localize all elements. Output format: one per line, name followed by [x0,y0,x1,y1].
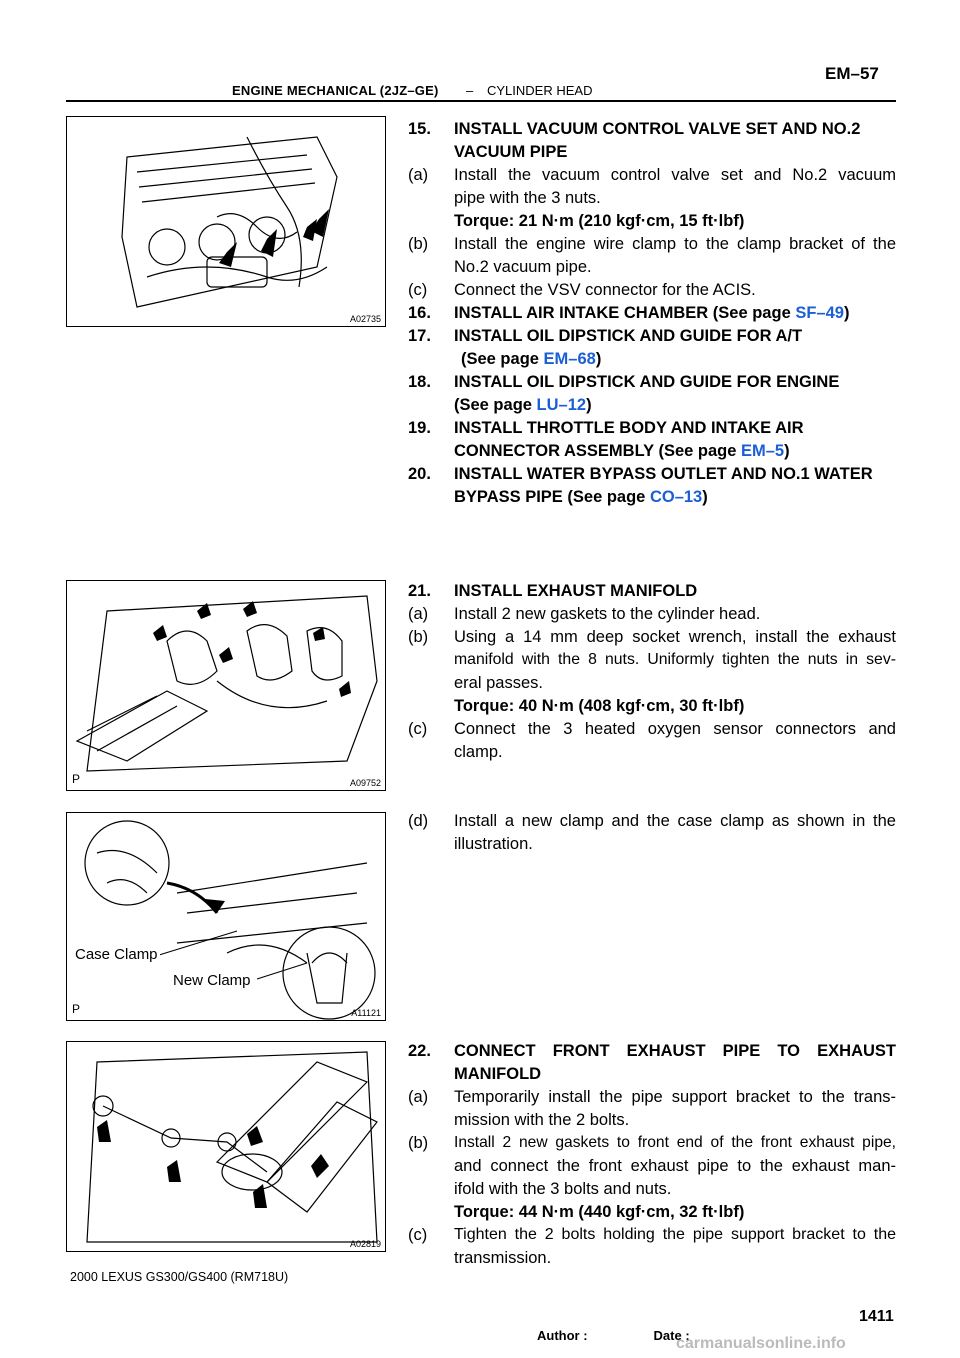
step-21a-text: Install 2 new gaskets to the cylinder he… [454,605,761,623]
step-21d-label: (d) [408,812,429,830]
front-exhaust-pipe-illustration [86,1051,378,1243]
step-15b-text-cont: No.2 vacuum pipe. [454,258,592,276]
figure-marker: P [72,772,81,786]
step-22-title: CONNECT FRONT EXHAUST PIPE TO EXHAUST [454,1042,896,1060]
step-21c-text-cont: clamp. [454,743,503,761]
step-15a-text: Install the vacuum control valve set and… [454,166,896,184]
figure-code: A11121 [351,1008,381,1018]
step-15c-label: (c) [408,281,428,299]
step-18-title: INSTALL OIL DIPSTICK AND GUIDE FOR ENGIN… [454,373,840,391]
step-22b-torque: Torque: 44 N·m (440 kgf·cm, 32 ft·lbf) [454,1203,745,1221]
step-16-number: 16. [408,304,431,322]
step-22a-text: Temporarily install the pipe support bra… [454,1088,896,1106]
figure-code: A09752 [349,778,381,788]
step-15-number: 15. [408,120,431,138]
footer-model: 2000 LEXUS GS300/GS400 (RM718U) [70,1270,289,1284]
footer-page-number: 1411 [859,1308,894,1325]
step-15-title-cont: VACUUM PIPE [454,143,568,161]
step-17-number: 17. [408,327,431,345]
step-19-number: 19. [408,419,431,437]
figure-vacuum-control-valve: A02735 [66,116,386,327]
step-21d-text: Install a new clamp and the case clamp a… [454,812,896,830]
step-22-title-cont: MANIFOLD [454,1065,542,1083]
subsection-title: CYLINDER HEAD [487,83,593,98]
step-19-ref: CONNECTOR ASSEMBLY (See page EM–5) [454,442,790,460]
figure-marker: P [72,1002,81,1016]
step-18-number: 18. [408,373,431,391]
step-22b-text-cont: and connect the front exhaust pipe to th… [454,1157,896,1175]
page-code: EM–57 [825,64,879,83]
step-21b-text: Using a 14 mm deep socket wrench, instal… [454,628,896,646]
step-15a-text-cont: pipe with the 3 nuts. [454,189,601,207]
step-19-title: INSTALL THROTTLE BODY AND INTAKE AIR [454,419,804,437]
step-22-number: 22. [408,1042,431,1060]
step-17-title: INSTALL OIL DIPSTICK AND GUIDE FOR A/T [454,327,803,345]
watermark: carmanualsonline.info [676,1335,846,1352]
step-20-number: 20. [408,465,431,483]
step-16-title: INSTALL AIR INTAKE CHAMBER (See page SF–… [454,304,850,322]
figure-front-exhaust-pipe: A02819 [66,1041,386,1252]
step-15-title: INSTALL VACUUM CONTROL VALVE SET AND NO.… [454,120,861,138]
clamp-illustration [84,820,376,1020]
link-lu-12[interactable]: LU–12 [536,396,587,414]
section-title: ENGINE MECHANICAL (2JZ–GE) [232,83,439,98]
callout-new-clamp: New Clamp [171,972,253,989]
step-15a-torque: Torque: 21 N·m (210 kgf·cm, 15 ft·lbf) [454,212,745,230]
step-22a-label: (a) [408,1088,429,1106]
callout-case-clamp: Case Clamp [73,946,160,963]
step-22b-label: (b) [408,1134,429,1152]
step-21b-torque: Torque: 40 N·m (408 kgf·cm, 30 ft·lbf) [454,697,745,715]
step-22b-text-cont2: ifold with the 3 bolts and nuts. [454,1180,672,1198]
step-22c-text-cont: transmission. [454,1249,552,1267]
step-17-ref: (See page EM–68) [461,350,602,368]
step-15a-label: (a) [408,166,429,184]
step-22a-text-cont: mission with the 2 bolts. [454,1111,630,1129]
figure-code: A02819 [349,1239,381,1249]
step-15b-label: (b) [408,235,429,253]
step-21c-text: Connect the 3 heated oxygen sensor conne… [454,720,896,738]
link-sf-49[interactable]: SF–49 [795,304,844,322]
engine-vacuum-control-valve-illustration [121,136,338,308]
step-20-ref: BYPASS PIPE (See page CO–13) [454,488,708,506]
step-21a-label: (a) [408,605,429,623]
step-22b-text: Install 2 new gaskets to front end of th… [454,1134,896,1151]
figure-exhaust-manifold: P A09752 [66,580,386,791]
step-21-title: INSTALL EXHAUST MANIFOLD [454,582,698,600]
exhaust-manifold-illustration [75,595,378,772]
step-21b-label: (b) [408,628,429,646]
step-21c-label: (c) [408,720,428,738]
step-21b-text-cont: manifold with the 8 nuts. Uniformly tigh… [454,651,896,668]
footer-date: Date : [653,1328,690,1343]
footer-author: Author :Date : [537,1328,690,1343]
step-15c-text: Connect the VSV connector for the ACIS. [454,281,756,299]
step-21-number: 21. [408,582,431,600]
step-22c-text: Tighten the 2 bolts holding the pipe sup… [454,1226,896,1243]
step-15b-text: Install the engine wire clamp to the cla… [454,235,896,253]
link-co-13[interactable]: CO–13 [649,488,703,506]
step-22c-label: (c) [408,1226,428,1244]
header-rule [66,100,896,102]
step-20-title: INSTALL WATER BYPASS OUTLET AND NO.1 WAT… [454,465,873,483]
figure-clamps: Case Clamp New Clamp P A11121 [66,812,386,1021]
step-21d-text-cont: illustration. [454,835,533,853]
figure-code: A02735 [349,314,381,324]
step-18-ref: (See page LU–12) [454,396,592,414]
header-separator: – [466,83,474,98]
link-em-5[interactable]: EM–5 [741,442,785,460]
step-21b-text-cont2: eral passes. [454,674,543,692]
link-em-68[interactable]: EM–68 [543,350,596,368]
